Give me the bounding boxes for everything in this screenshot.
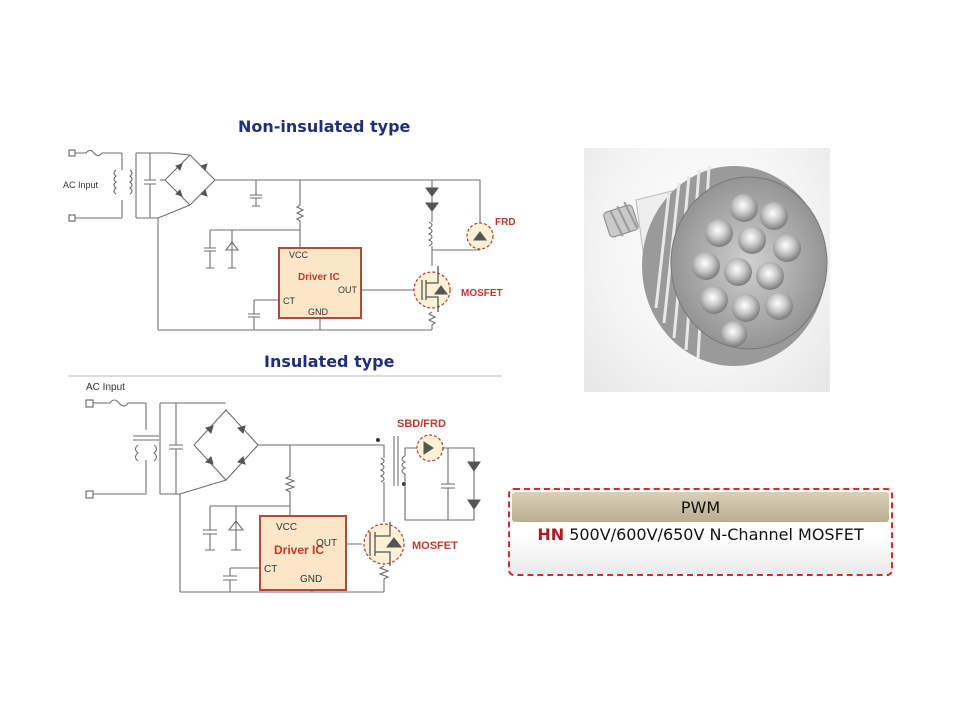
driver-ic-label-bottom: Driver IC	[274, 543, 324, 557]
gnd-label: GND	[308, 307, 329, 317]
mosfet-description-line: HN 500V/600V/650V N-Channel MOSFET	[510, 525, 891, 544]
frd-label: FRD	[495, 217, 516, 228]
sbd-frd-label: SBD/FRD	[397, 418, 446, 430]
mosfet-highlight-bottom	[363, 523, 405, 565]
non-insulated-title: Non-insulated type	[238, 117, 411, 136]
mosfet-label-top: MOSFET	[461, 288, 503, 299]
mosfet-label-bottom: MOSFET	[412, 540, 458, 552]
out-label-bottom: OUT	[316, 538, 337, 549]
led-lamp-illustration	[603, 165, 828, 366]
pwm-title: PWM	[680, 498, 721, 517]
non-insulated-circuit: VCC Driver IC OUT CT GND FRD MOSFET AC I…	[63, 149, 516, 331]
mosfet-description: 500V/600V/650V N-Channel MOSFET	[569, 525, 864, 544]
mosfet-highlight-top	[413, 271, 451, 309]
ct-label-bottom: CT	[264, 564, 277, 575]
brand-name: HN	[537, 525, 565, 544]
out-label: OUT	[338, 285, 358, 295]
product-info-header	[512, 492, 889, 522]
ct-label: CT	[283, 296, 295, 306]
input-terminal	[85, 399, 94, 408]
insulated-circuit: AC Input VCC Driver IC OUT CT GND	[68, 375, 502, 593]
vcc-label: VCC	[289, 250, 309, 260]
input-terminal	[68, 149, 76, 157]
input-terminal	[68, 214, 76, 222]
product-info-box: PWM HN 500V/600V/650V N-Channel MOSFET	[508, 488, 893, 576]
gnd-label-bottom: GND	[300, 574, 322, 585]
ac-input-label-bottom: AC Input	[86, 382, 125, 393]
input-terminal	[85, 490, 94, 499]
led-lamp-photo	[584, 148, 830, 392]
ac-input-label-top: AC Input	[63, 180, 99, 190]
vcc-label-bottom: VCC	[276, 522, 297, 533]
driver-ic-label: Driver IC	[298, 272, 340, 283]
driver-ic-bottom	[259, 515, 347, 591]
insulated-title: Insulated type	[264, 352, 395, 371]
